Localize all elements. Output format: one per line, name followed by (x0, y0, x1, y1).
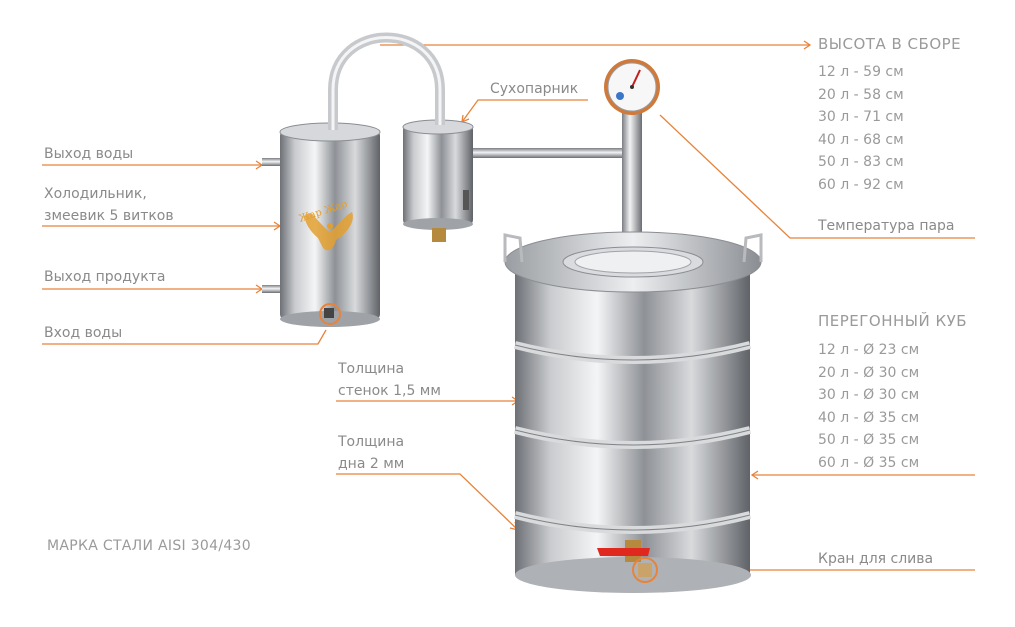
cube-spec-item: 40 л - Ø 35 см (818, 409, 920, 426)
label-water-in: Вход воды (44, 325, 123, 341)
dry-steamer (402, 119, 474, 242)
cube-spec-item: 50 л - Ø 35 см (818, 432, 920, 448)
steel-grade-label: МАРКА СТАЛИ AISI 304/430 (47, 538, 251, 554)
height-spec-item: 12 л - 59 см (818, 64, 904, 80)
thermometer (604, 59, 660, 115)
still-cube (503, 231, 763, 593)
height-spec-item: 40 л - 68 см (818, 131, 904, 148)
label-product-out: Выход продукта (44, 269, 166, 285)
label-dry-steamer: Сухопарник (490, 81, 579, 97)
cube-spec-item: 12 л - Ø 23 см (818, 342, 920, 358)
cooler-body: Жар Жар (262, 122, 381, 327)
height-spec-item: 50 л - 83 см (818, 154, 904, 170)
label-bottom-thickness: Толщина дна 2 мм (338, 434, 405, 472)
label-wall-thickness: Толщина стенок 1,5 мм (338, 361, 441, 399)
cube-spec-item: 60 л - Ø 35 см (818, 454, 920, 471)
leader-lines (42, 40, 975, 571)
height-spec-item: 30 л - 71 см (818, 109, 904, 125)
label-drain-tap: Кран для слива (818, 551, 934, 567)
cube-spec-title: ПЕРЕГОННЫЙ КУБ (818, 312, 968, 330)
label-steam-temp: Температура пара (818, 218, 955, 234)
label-cooler: Холодильник, змеевик 5 витков (44, 186, 174, 224)
cube-spec-list: 12 л - Ø 23 см 20 л - Ø 30 см 30 л - Ø 3… (818, 339, 919, 474)
height-spec-title: ВЫСОТА В СБОРЕ (818, 35, 962, 53)
height-spec-list: 12 л - 59 см 20 л - 58 см 30 л - 71 см 4… (818, 61, 904, 196)
height-spec-item: 20 л - 58 см (818, 86, 904, 103)
drain-tap (597, 540, 658, 583)
height-spec-item: 60 л - 92 см (818, 176, 904, 193)
label-water-out: Выход воды (44, 146, 134, 162)
cube-spec-item: 20 л - Ø 30 см (818, 364, 920, 381)
cube-spec-item: 30 л - Ø 30 см (818, 387, 920, 403)
